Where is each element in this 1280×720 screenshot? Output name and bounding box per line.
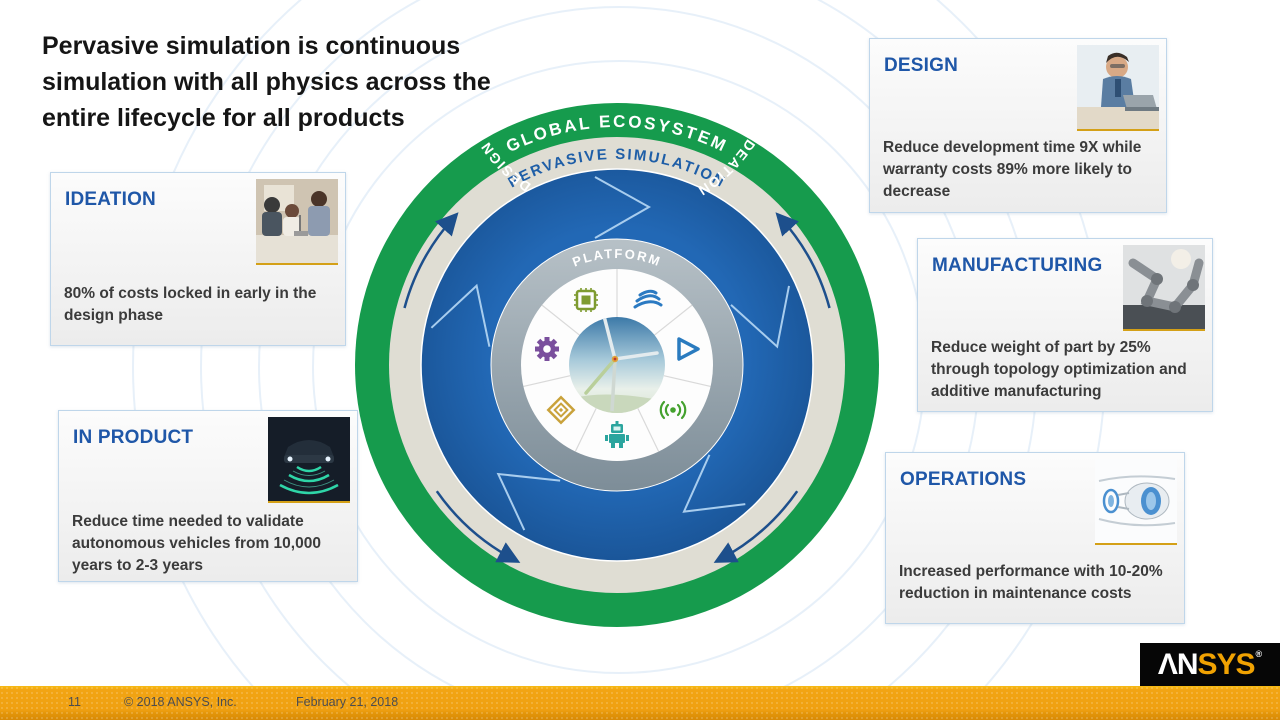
callout-body: Increased performance with 10-20% reduct… xyxy=(899,563,1163,602)
callout-manufacturing: MANUFACTURING Reduce weight of part by 2… xyxy=(917,238,1213,412)
callout-operations: OPERATIONS Increased performance with 10… xyxy=(885,452,1185,624)
jet-engine-photo xyxy=(1095,459,1177,545)
footer-bar: 11 © 2018 ANSYS, Inc. February 21, 2018 xyxy=(0,686,1280,720)
callout-title: OPERATIONS xyxy=(900,469,1027,490)
triangle-icon xyxy=(677,337,700,361)
callout-title: IN PRODUCT xyxy=(73,427,194,448)
autonomous-car-photo xyxy=(268,417,350,503)
arrow-lower-left xyxy=(435,490,521,563)
registered-mark: ® xyxy=(1255,649,1263,659)
copyright-text: © 2018 ANSYS, Inc. xyxy=(124,695,237,709)
fluids-waves-icon xyxy=(633,289,663,309)
callout-title: DESIGN xyxy=(884,55,959,76)
callout-body: Reduce development time 9X while warrant… xyxy=(883,139,1142,200)
robotic-arm-photo xyxy=(1123,245,1205,331)
callout-design: DESIGN Reduce development time 9X while … xyxy=(869,38,1167,213)
wedge-dividers xyxy=(523,269,711,452)
flow-arrows xyxy=(403,212,831,563)
ansys-logo-text-white: ΛN xyxy=(1157,647,1199,681)
callout-title: IDEATION xyxy=(65,189,156,210)
signal-icon xyxy=(659,400,687,420)
slide-title: Pervasive simulation is continuous simul… xyxy=(42,32,491,132)
segment-chevrons xyxy=(430,176,790,531)
callout-body: Reduce time needed to validate autonomou… xyxy=(72,513,321,574)
arrow-upper-left xyxy=(403,212,459,309)
materials-diamond-icon xyxy=(546,395,576,425)
callout-title: MANUFACTURING xyxy=(932,255,1103,276)
slide-date: February 21, 2018 xyxy=(296,695,399,709)
callout-ideation: IDEATION 80% of costs locked in early in… xyxy=(50,172,346,346)
page-number: 11 xyxy=(68,695,81,709)
arrow-upper-right xyxy=(775,212,831,309)
arrow-lower-right xyxy=(713,490,799,563)
team-collaboration-photo xyxy=(256,179,338,265)
gear-icon xyxy=(535,337,559,361)
lifecycle-diagram: GLOBAL ECOSYSTEM PERVASIVE SIMULATION xyxy=(355,103,879,627)
engineer-at-laptop-photo xyxy=(1077,45,1159,131)
ansys-logo-text-gold: SYS xyxy=(1197,647,1256,681)
callout-body: Reduce weight of part by 25% through top… xyxy=(931,339,1187,400)
callout-body: 80% of costs locked in early in the desi… xyxy=(64,285,317,324)
robot-icon xyxy=(605,421,629,448)
chip-icon xyxy=(574,288,598,312)
callout-in-product: IN PRODUCT Reduce time needed to validat… xyxy=(58,410,358,582)
